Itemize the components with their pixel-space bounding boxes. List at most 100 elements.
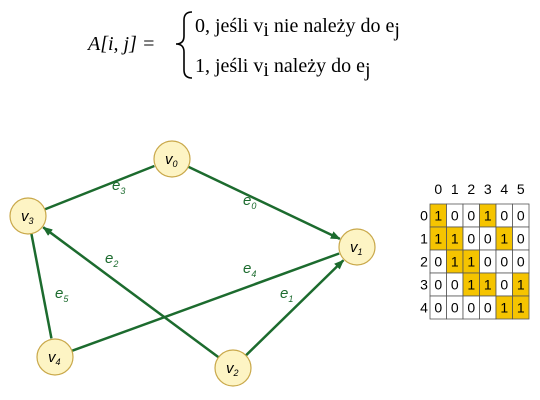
matrix-cell: 0 <box>462 226 480 251</box>
matrix-cell: 0 <box>446 203 464 228</box>
svg-text:0: 0 <box>500 277 508 293</box>
matrix-row-header: 1 <box>420 231 428 247</box>
matrix-cell: 0 <box>512 226 530 251</box>
svg-text:1: 1 <box>500 300 508 316</box>
edge-label-e0: e0 <box>243 192 256 211</box>
node-v3: v3 <box>9 197 47 235</box>
node-circle <box>36 338 74 376</box>
matrix-cell: 1 <box>479 272 497 297</box>
svg-text:0: 0 <box>451 277 459 293</box>
matrix-col-header: 3 <box>484 181 492 197</box>
svg-text:1: 1 <box>451 231 459 247</box>
edge-label-e5: e5 <box>55 285 69 304</box>
matrix-col-header: 4 <box>500 181 508 197</box>
matrix-cell: 0 <box>479 249 497 274</box>
matrix-row-header: 3 <box>420 277 428 293</box>
matrix-cell: 1 <box>495 295 513 320</box>
node-label: v0 <box>165 151 178 169</box>
svg-text:1: 1 <box>467 277 475 293</box>
svg-text:0: 0 <box>467 300 475 316</box>
svg-text:0: 0 <box>500 208 508 224</box>
matrix-cell: 1 <box>512 295 530 320</box>
matrix-row-header: 0 <box>420 208 428 224</box>
matrix-cell: 1 <box>429 203 447 228</box>
incidence-formula: A[i, j] = 0, jeśli vi nie należy do ej 1… <box>86 11 400 81</box>
node-circle <box>338 228 376 266</box>
formula-case-0: 0, jeśli vi nie należy do ej <box>195 15 400 41</box>
matrix-cell: 0 <box>512 249 530 274</box>
edge-label-e2: e2 <box>105 250 118 269</box>
matrix-cell: 1 <box>429 226 447 251</box>
svg-text:0: 0 <box>500 254 508 270</box>
case0-text: 0, jeśli v <box>195 15 263 37</box>
case1-sub2: j <box>364 59 371 81</box>
case1-rest: należy do e <box>269 55 365 77</box>
node-v1: v1 <box>338 228 376 266</box>
matrix-cell: 0 <box>495 203 513 228</box>
matrix-cell: 0 <box>429 295 447 320</box>
svg-text:0: 0 <box>517 208 525 224</box>
node-circle <box>9 197 47 235</box>
edge-label-e3: e3 <box>112 177 125 196</box>
svg-text:0: 0 <box>467 231 475 247</box>
svg-text:1: 1 <box>484 208 492 224</box>
matrix-cell: 0 <box>479 295 497 320</box>
matrix-row-header: 4 <box>420 300 428 316</box>
formula-lhs: A[i, j] = <box>86 33 155 55</box>
node-circle <box>214 349 252 387</box>
svg-text:1: 1 <box>517 300 525 316</box>
matrix-cell: 0 <box>462 295 480 320</box>
matrix-cell: 1 <box>462 272 480 297</box>
matrix-cell: 1 <box>462 249 480 274</box>
svg-text:1, jeśli vi należy do ej: 1, jeśli vi należy do ej <box>195 55 371 81</box>
svg-text:0: 0 <box>484 254 492 270</box>
matrix-cell: 0 <box>512 203 530 228</box>
case0-sub: i <box>263 19 269 41</box>
node-label: v3 <box>21 208 34 226</box>
svg-text:1: 1 <box>484 277 492 293</box>
svg-text:1: 1 <box>500 231 508 247</box>
matrix-cell: 0 <box>429 272 447 297</box>
svg-text:0: 0 <box>434 300 442 316</box>
matrix-cell: 1 <box>495 226 513 251</box>
case1-text: 1, jeśli v <box>195 55 263 77</box>
edge-e0 <box>187 165 341 240</box>
node-v0: v0 <box>153 140 191 178</box>
edge-label-e1: e1 <box>280 285 293 304</box>
matrix-cell: 0 <box>446 295 464 320</box>
matrix-cell: 1 <box>512 272 530 297</box>
svg-text:1: 1 <box>517 277 525 293</box>
svg-text:0: 0 <box>434 254 442 270</box>
svg-text:1: 1 <box>451 254 459 270</box>
node-label: v2 <box>226 360 239 378</box>
svg-text:0: 0 <box>434 277 442 293</box>
edge-e2 <box>42 226 220 359</box>
matrix-cell: 0 <box>495 272 513 297</box>
matrix-cell: 0 <box>446 272 464 297</box>
matrix-row-header: 2 <box>420 254 428 270</box>
svg-text:0, jeśli vi nie należy do ej: 0, jeśli vi nie należy do ej <box>195 15 400 41</box>
node-label: v1 <box>350 239 363 257</box>
svg-text:0: 0 <box>484 300 492 316</box>
case1-sub: i <box>263 59 269 81</box>
edge-label-e4: e4 <box>243 260 256 279</box>
formula-case-1: 1, jeśli vi należy do ej <box>195 55 371 81</box>
matrix-cell: 0 <box>479 226 497 251</box>
matrix-cell: 0 <box>462 203 480 228</box>
matrix-cell: 1 <box>446 249 464 274</box>
svg-text:0: 0 <box>517 231 525 247</box>
svg-text:1: 1 <box>434 231 442 247</box>
edge-e4 <box>71 252 340 353</box>
edge-e1 <box>245 259 345 357</box>
svg-text:0: 0 <box>484 231 492 247</box>
matrix-col-header: 5 <box>517 181 525 197</box>
matrix-col-header: 0 <box>434 181 442 197</box>
svg-text:0: 0 <box>451 300 459 316</box>
formula-brace <box>175 11 193 79</box>
svg-text:1: 1 <box>467 254 475 270</box>
matrix-cell: 0 <box>429 249 447 274</box>
svg-text:0: 0 <box>467 208 475 224</box>
matrix-cell: 1 <box>479 203 497 228</box>
